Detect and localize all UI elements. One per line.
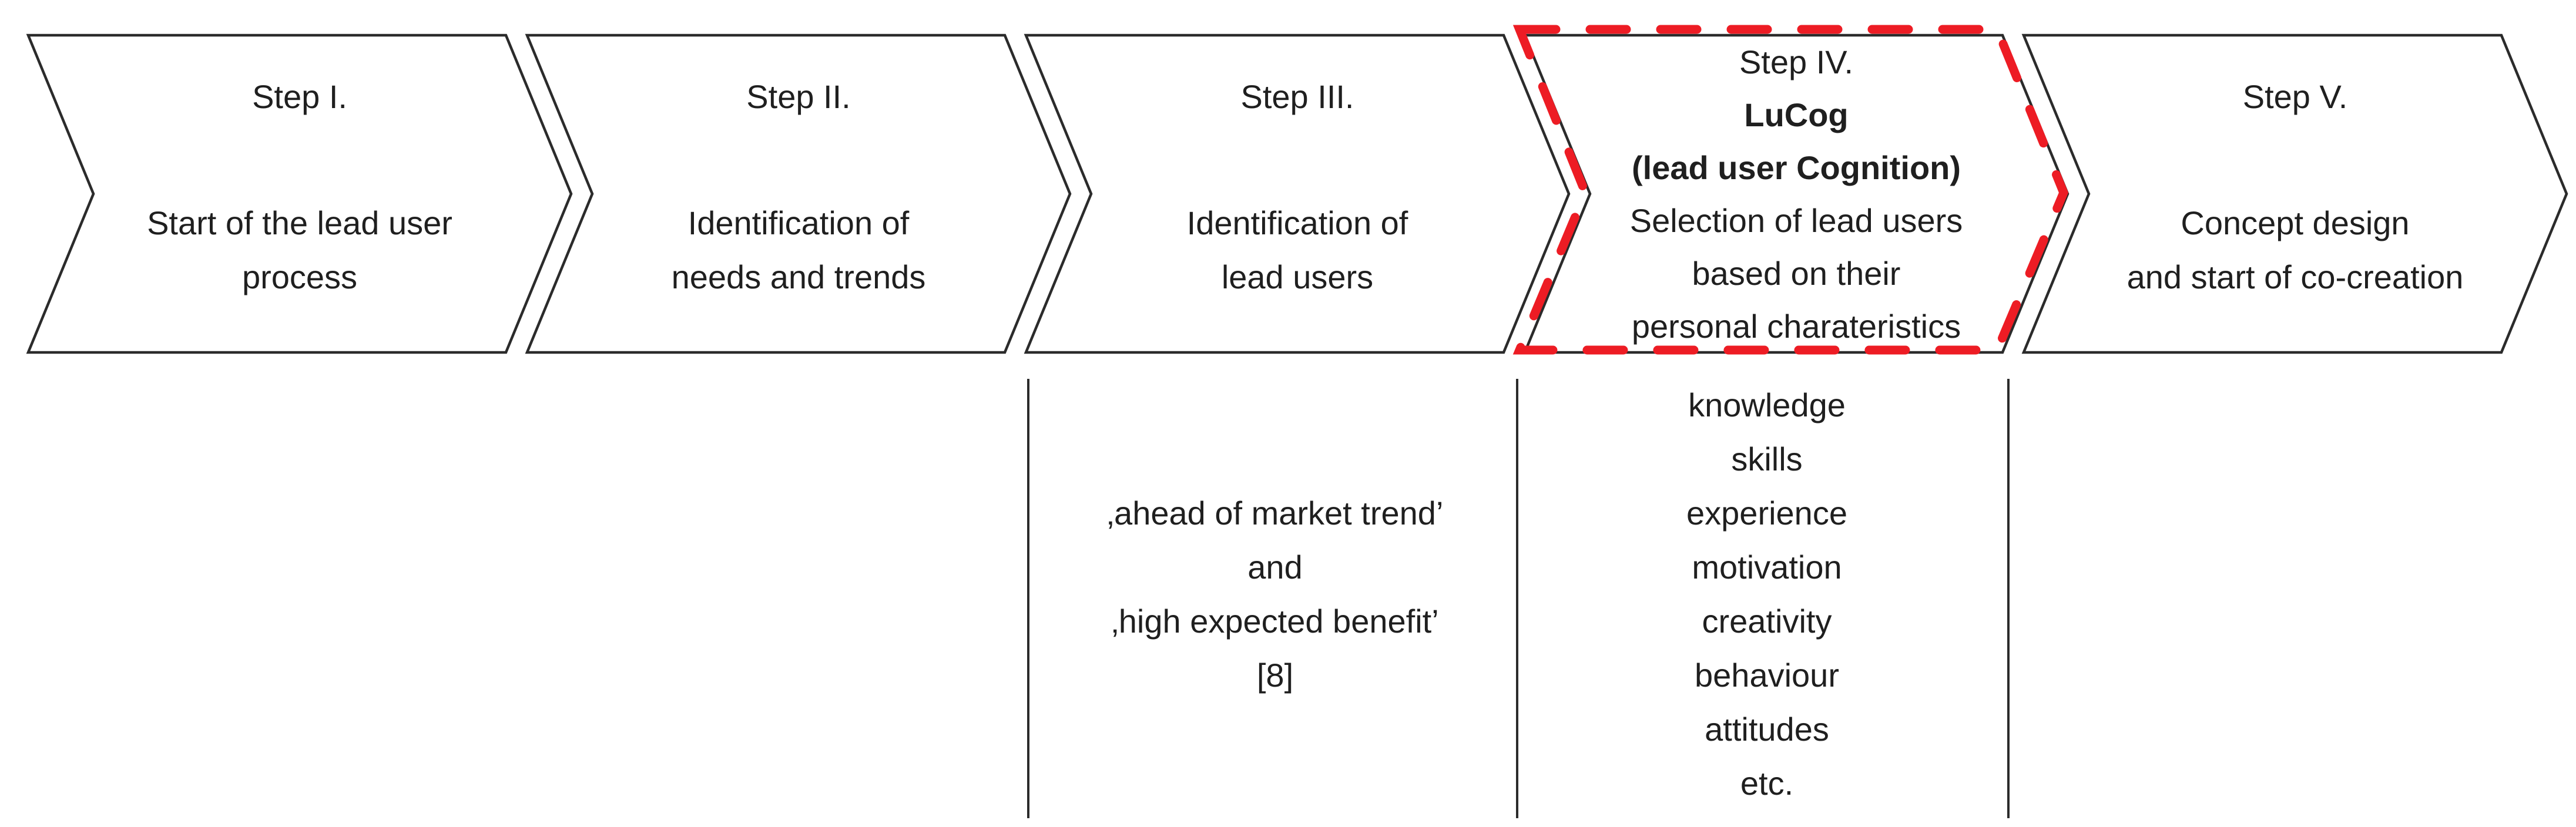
- chevron-step-1: [26, 33, 573, 354]
- trait-creativity: creativity: [1702, 603, 1832, 640]
- trait-attitudes: attitudes: [1705, 711, 1829, 748]
- step-4-traits-list: knowledge skills experience motivation c…: [1523, 378, 2011, 811]
- trait-motivation: motivation: [1692, 549, 1842, 586]
- step-3-criteria-note: ‚ahead of market trend’ and ‚high expect…: [1031, 486, 1519, 702]
- trait-etc: etc.: [1740, 765, 1794, 802]
- trait-skills: skills: [1731, 441, 1803, 478]
- step-3-criteria-line-3: ‚high expected benefit’: [1111, 603, 1439, 640]
- step-3-criteria-line-1: ‚ahead of market trend’: [1106, 495, 1444, 532]
- chevron-step-2: [525, 33, 1072, 354]
- chevron-step-5: [2021, 33, 2568, 354]
- trait-knowledge: knowledge: [1688, 386, 1846, 423]
- trait-behaviour: behaviour: [1695, 657, 1839, 694]
- trait-experience: experience: [1686, 495, 1847, 532]
- step-3-criteria-reference: [8]: [1256, 657, 1294, 694]
- chevron-step-4: [1522, 33, 2069, 354]
- chevron-step-3: [1024, 33, 1571, 354]
- step-3-criteria-line-2: and: [1247, 549, 1303, 586]
